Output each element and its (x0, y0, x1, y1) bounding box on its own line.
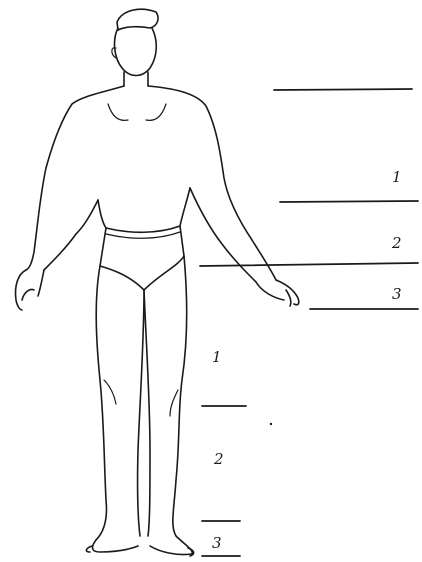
upper-ref-line-shoulder (274, 89, 412, 90)
lower-limb-segment-scale: 1 2 3 (202, 348, 272, 556)
upper-ref-line-elbow (280, 201, 418, 202)
upper-ref-line-wrist (200, 263, 418, 266)
left-arm-inner (44, 200, 98, 270)
right-hand (256, 280, 299, 306)
upper-segment-label-3: 3 (392, 285, 402, 303)
left-leg-outer (93, 266, 138, 552)
left-leg-inner (138, 290, 144, 536)
stray-mark (270, 423, 272, 425)
right-arm (148, 86, 276, 280)
chest-line (108, 104, 166, 120)
torso (98, 188, 190, 228)
head (115, 28, 157, 76)
left-arm (26, 86, 124, 270)
left-foot (86, 546, 92, 552)
left-knee (104, 380, 116, 404)
right-knee (170, 390, 178, 416)
upper-segment-label-1: 1 (392, 168, 402, 186)
lower-segment-label-1: 1 (212, 348, 222, 366)
upper-limb-segment-scale: 1 2 3 (200, 89, 418, 309)
right-leg-inner (144, 290, 150, 536)
neck (124, 72, 148, 86)
human-figure-outline (15, 9, 298, 556)
hair (117, 9, 158, 30)
upper-segment-label-2: 2 (391, 234, 402, 252)
right-arm-inner (190, 188, 256, 282)
left-hand (15, 270, 44, 310)
lower-segment-label-2: 2 (213, 450, 224, 468)
lower-segment-label-3: 3 (212, 534, 222, 552)
